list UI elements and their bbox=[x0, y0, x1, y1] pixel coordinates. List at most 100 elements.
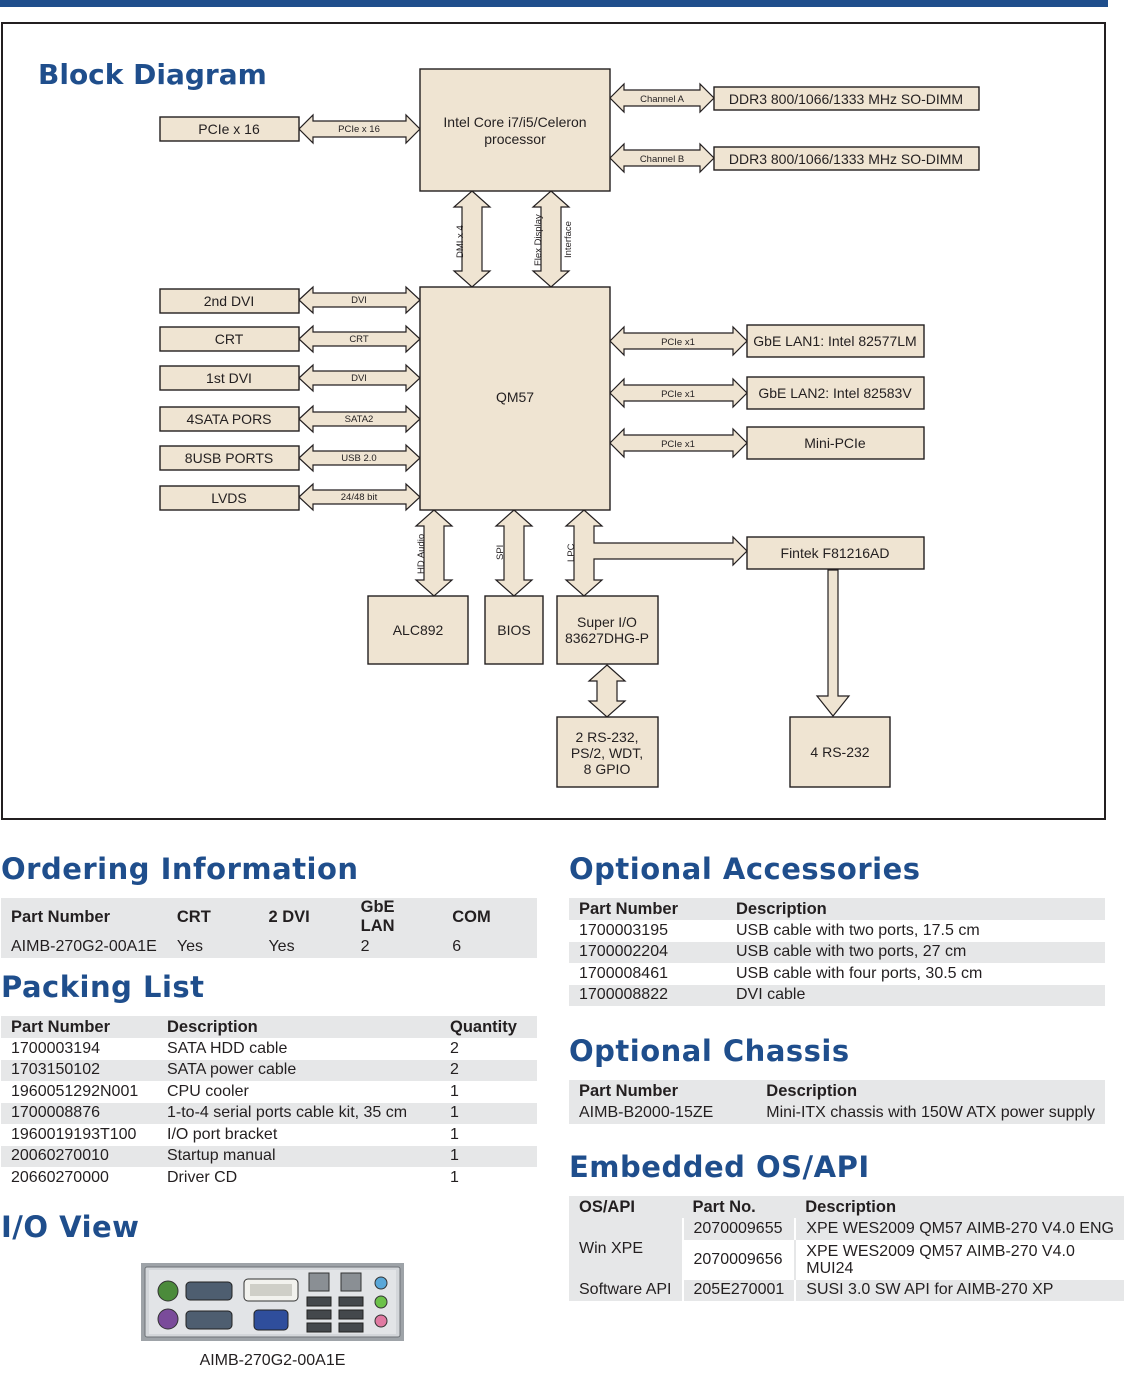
os-header-description: Description bbox=[795, 1196, 1124, 1218]
dvi2-block bbox=[159, 288, 300, 314]
ps2-keyboard-port-icon bbox=[157, 1308, 179, 1330]
flex-display-label: Flex Display bbox=[533, 214, 544, 266]
accessories-header-description: Description bbox=[726, 898, 1105, 920]
channel-b-label: Channel B bbox=[640, 154, 684, 165]
chassis-cell: AIMB-B2000-15ZE bbox=[569, 1102, 757, 1124]
packing-cell: 1 bbox=[450, 1082, 459, 1100]
superio-line-1: Super I/O bbox=[577, 614, 637, 630]
table-row: 2070009656 XPE WES2009 QM57 AIMB-270 V4.… bbox=[569, 1239, 1124, 1280]
minipcie-link-label: PCIe x1 bbox=[661, 439, 695, 450]
os-header-os-api: OS/API bbox=[569, 1196, 683, 1218]
accessories-cell: DVI cable bbox=[726, 984, 1105, 1006]
io-view-caption: AIMB-270G2-00A1E bbox=[199, 1352, 346, 1369]
block-diagram: .blk { fill: #efe4d2; stroke: #231f20; s… bbox=[38, 58, 980, 788]
chassis-header-description: Description bbox=[756, 1080, 1105, 1102]
pcie16-block bbox=[159, 116, 300, 142]
sata-link-label: SATA2 bbox=[345, 414, 374, 425]
packing-cell: 1 bbox=[450, 1168, 459, 1186]
crt-link-label: CRT bbox=[349, 334, 369, 345]
pcie16-link-label: PCIe x 16 bbox=[338, 124, 380, 135]
dvi1-block-label: 1st DVI bbox=[206, 370, 252, 386]
dvi1-link-label: DVI bbox=[351, 373, 367, 384]
accessories-cell: 1700003195 bbox=[579, 921, 668, 939]
ordering-cell: 6 bbox=[442, 936, 537, 958]
bios-label: BIOS bbox=[497, 622, 530, 638]
accessories-cell: 1700002204 bbox=[569, 941, 726, 963]
packing-cell: 1-to-4 serial ports cable kit, 35 cm bbox=[157, 1102, 440, 1124]
packing-cell: 1700003194 bbox=[11, 1039, 100, 1057]
os-group-cell: Win XPE bbox=[569, 1218, 684, 1280]
fintek-rs232-arrow bbox=[815, 569, 851, 717]
usb-port-icon bbox=[306, 1296, 332, 1307]
os-cell: XPE WES2009 QM57 AIMB-270 V4.0 MUI24 bbox=[795, 1239, 1124, 1280]
packing-cell: 20060270010 bbox=[1, 1145, 157, 1167]
dvi2-block-label: 2nd DVI bbox=[204, 293, 255, 309]
ddr-a-label: DDR3 800/1066/1333 MHz SO-DIMM bbox=[729, 91, 963, 107]
serial-line-3: 8 GPIO bbox=[584, 761, 631, 777]
chassis-header-part-number: Part Number bbox=[569, 1080, 757, 1102]
hd-audio-label: HD Audio bbox=[416, 534, 427, 574]
os-cell: XPE WES2009 QM57 AIMB-270 V4.0 ENG bbox=[795, 1218, 1124, 1240]
alc892-label: ALC892 bbox=[393, 622, 444, 638]
os-title: Embedded OS/API bbox=[569, 1150, 870, 1184]
ordering-title: Ordering Information bbox=[1, 852, 359, 886]
packing-cell: 1960051292N001 bbox=[11, 1082, 139, 1100]
lan2-block bbox=[746, 376, 925, 410]
usb-block bbox=[159, 445, 300, 471]
ordering-header-part-number: Part Number bbox=[1, 898, 167, 936]
channel-a-label: Channel A bbox=[640, 94, 685, 105]
ddr-b-label: DDR3 800/1066/1333 MHz SO-DIMM bbox=[729, 151, 963, 167]
minipcie-block-label: Mini-PCIe bbox=[804, 435, 866, 451]
packing-cell: 20660270000 bbox=[11, 1168, 109, 1186]
ordering-header-2dvi: 2 DVI bbox=[258, 898, 351, 936]
chassis-cell: Mini-ITX chassis with 150W ATX power sup… bbox=[756, 1102, 1105, 1124]
lpc-label: LPC bbox=[566, 543, 577, 562]
sata-block bbox=[159, 406, 300, 432]
lpc-arrow bbox=[564, 509, 748, 597]
lan2-block-label: GbE LAN2: Intel 82583V bbox=[758, 385, 912, 401]
minipcie-block bbox=[746, 426, 925, 460]
alc892-block bbox=[367, 595, 469, 665]
packing-cell: 2 bbox=[440, 1059, 537, 1081]
lan1-block bbox=[746, 324, 925, 358]
cpu-line-1: Intel Core i7/i5/Celeron bbox=[443, 114, 586, 130]
superio-block bbox=[556, 595, 659, 665]
packing-cell: 1700008876 bbox=[1, 1102, 157, 1124]
os-header-part-no: Part No. bbox=[682, 1196, 796, 1218]
ordering-cell: Yes bbox=[166, 936, 259, 958]
packing-cell: 1 bbox=[440, 1102, 537, 1124]
packing-cell: CPU cooler bbox=[167, 1082, 249, 1100]
audio-line-out-icon bbox=[374, 1295, 388, 1309]
qm57-label: QM57 bbox=[496, 389, 534, 405]
os-table: OS/API Part No. Description Win XPE 2070… bbox=[569, 1196, 1124, 1301]
lvds-link-label: 24/48 bit bbox=[341, 492, 378, 503]
io-view-title: I/O View bbox=[1, 1210, 140, 1244]
io-panel-image bbox=[141, 1263, 404, 1341]
packing-cell: I/O port bracket bbox=[167, 1125, 278, 1143]
dvi1-block bbox=[159, 365, 300, 391]
rs232-label: 4 RS-232 bbox=[810, 744, 869, 760]
ordering-cell: Yes bbox=[258, 936, 351, 958]
packing-cell: 2 bbox=[450, 1039, 459, 1057]
ordering-header-com: COM bbox=[442, 898, 537, 936]
usb-port-icon bbox=[306, 1309, 332, 1320]
ordering-cell: 2 bbox=[350, 936, 443, 958]
vga-port-icon bbox=[253, 1309, 289, 1331]
os-header-row: OS/API Part No. Description bbox=[569, 1196, 1124, 1218]
accessories-cell: 1700008822 bbox=[569, 984, 726, 1006]
table-row: AIMB-B2000-15ZE Mini-ITX chassis with 15… bbox=[569, 1102, 1105, 1124]
fintek-block bbox=[746, 536, 925, 570]
ddr-a-block bbox=[713, 86, 980, 111]
accessories-cell: USB cable with four ports, 30.5 cm bbox=[736, 964, 983, 982]
cpu-line-2: processor bbox=[484, 131, 546, 147]
com-port-2-icon bbox=[185, 1310, 233, 1330]
os-cell: Software API bbox=[569, 1279, 684, 1301]
packing-header-description: Description bbox=[157, 1016, 440, 1038]
packing-title: Packing List bbox=[1, 970, 205, 1004]
